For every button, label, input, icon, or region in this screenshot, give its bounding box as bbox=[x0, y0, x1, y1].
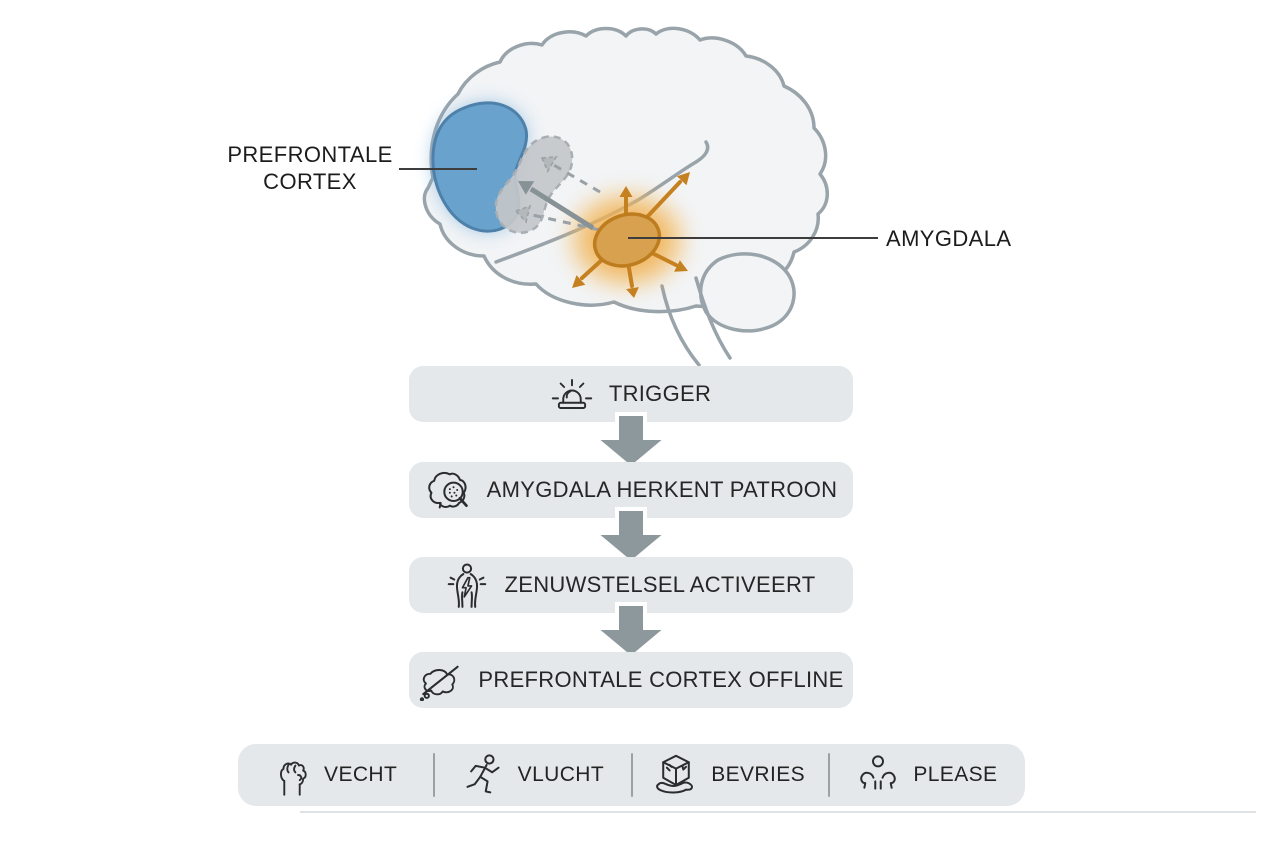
pfc-leader-line bbox=[399, 168, 477, 170]
ice-cube-icon bbox=[656, 754, 694, 794]
amygdala-region bbox=[592, 212, 662, 268]
brain-outline bbox=[422, 26, 829, 314]
response-item-vecht: VECHT bbox=[238, 744, 433, 806]
nervous-system-icon bbox=[448, 563, 487, 608]
flow-arrow-down bbox=[591, 507, 671, 565]
response-label: PLEASE bbox=[913, 763, 998, 786]
flow-step-label: AMYGDALA HERKENT PATROON bbox=[486, 477, 838, 502]
amygdala-to-pfc-arrow bbox=[518, 181, 595, 231]
flow-step-pattern: AMYGDALA HERKENT PATROON bbox=[409, 462, 853, 518]
brain-magnifier-icon bbox=[427, 471, 468, 509]
response-divider bbox=[630, 753, 633, 797]
flow-step-label: PREFRONTALE CORTEX OFFLINE bbox=[478, 667, 844, 692]
response-label: VECHT bbox=[324, 763, 398, 786]
siren-icon bbox=[551, 379, 593, 409]
brainstem bbox=[660, 276, 732, 367]
response-item-vlucht: VLUCHT bbox=[435, 744, 630, 806]
cloud-offline-icon bbox=[420, 665, 460, 701]
pfc-label: PREFRONTALE CORTEX bbox=[227, 142, 393, 194]
shrug-icon bbox=[860, 755, 897, 790]
amygdala-label: AMYGDALA bbox=[886, 226, 1012, 251]
flow-arrow-down bbox=[591, 602, 671, 660]
brain-illustration bbox=[422, 26, 829, 367]
response-divider bbox=[827, 753, 830, 797]
fist-icon bbox=[280, 761, 307, 796]
runner-icon bbox=[466, 754, 500, 794]
response-label: BEVRIES bbox=[711, 763, 806, 786]
flow-step-label: ZENUWSTELSEL ACTIVEERT bbox=[504, 572, 816, 597]
response-item-please: PLEASE bbox=[830, 744, 1025, 806]
flow-arrow-down bbox=[591, 412, 671, 470]
lateral-sulcus-line bbox=[494, 140, 710, 264]
response-divider bbox=[433, 753, 436, 797]
flow-step-pfc-offline: PREFRONTALE CORTEX OFFLINE bbox=[409, 652, 853, 708]
cerebellum bbox=[698, 252, 796, 333]
bottom-hairline bbox=[300, 811, 1256, 813]
feedback-dashed-arrows bbox=[514, 155, 601, 232]
response-item-bevries: BEVRIES bbox=[633, 744, 828, 806]
response-bar: VECHT VLUCHT bbox=[238, 744, 1025, 806]
flow-step-label: TRIGGER bbox=[608, 381, 712, 406]
magnifier-dots bbox=[448, 486, 458, 498]
amygdala-leader-line bbox=[628, 237, 878, 239]
amygdala-signal-arrows bbox=[572, 172, 690, 298]
response-label: VLUCHT bbox=[517, 763, 605, 786]
